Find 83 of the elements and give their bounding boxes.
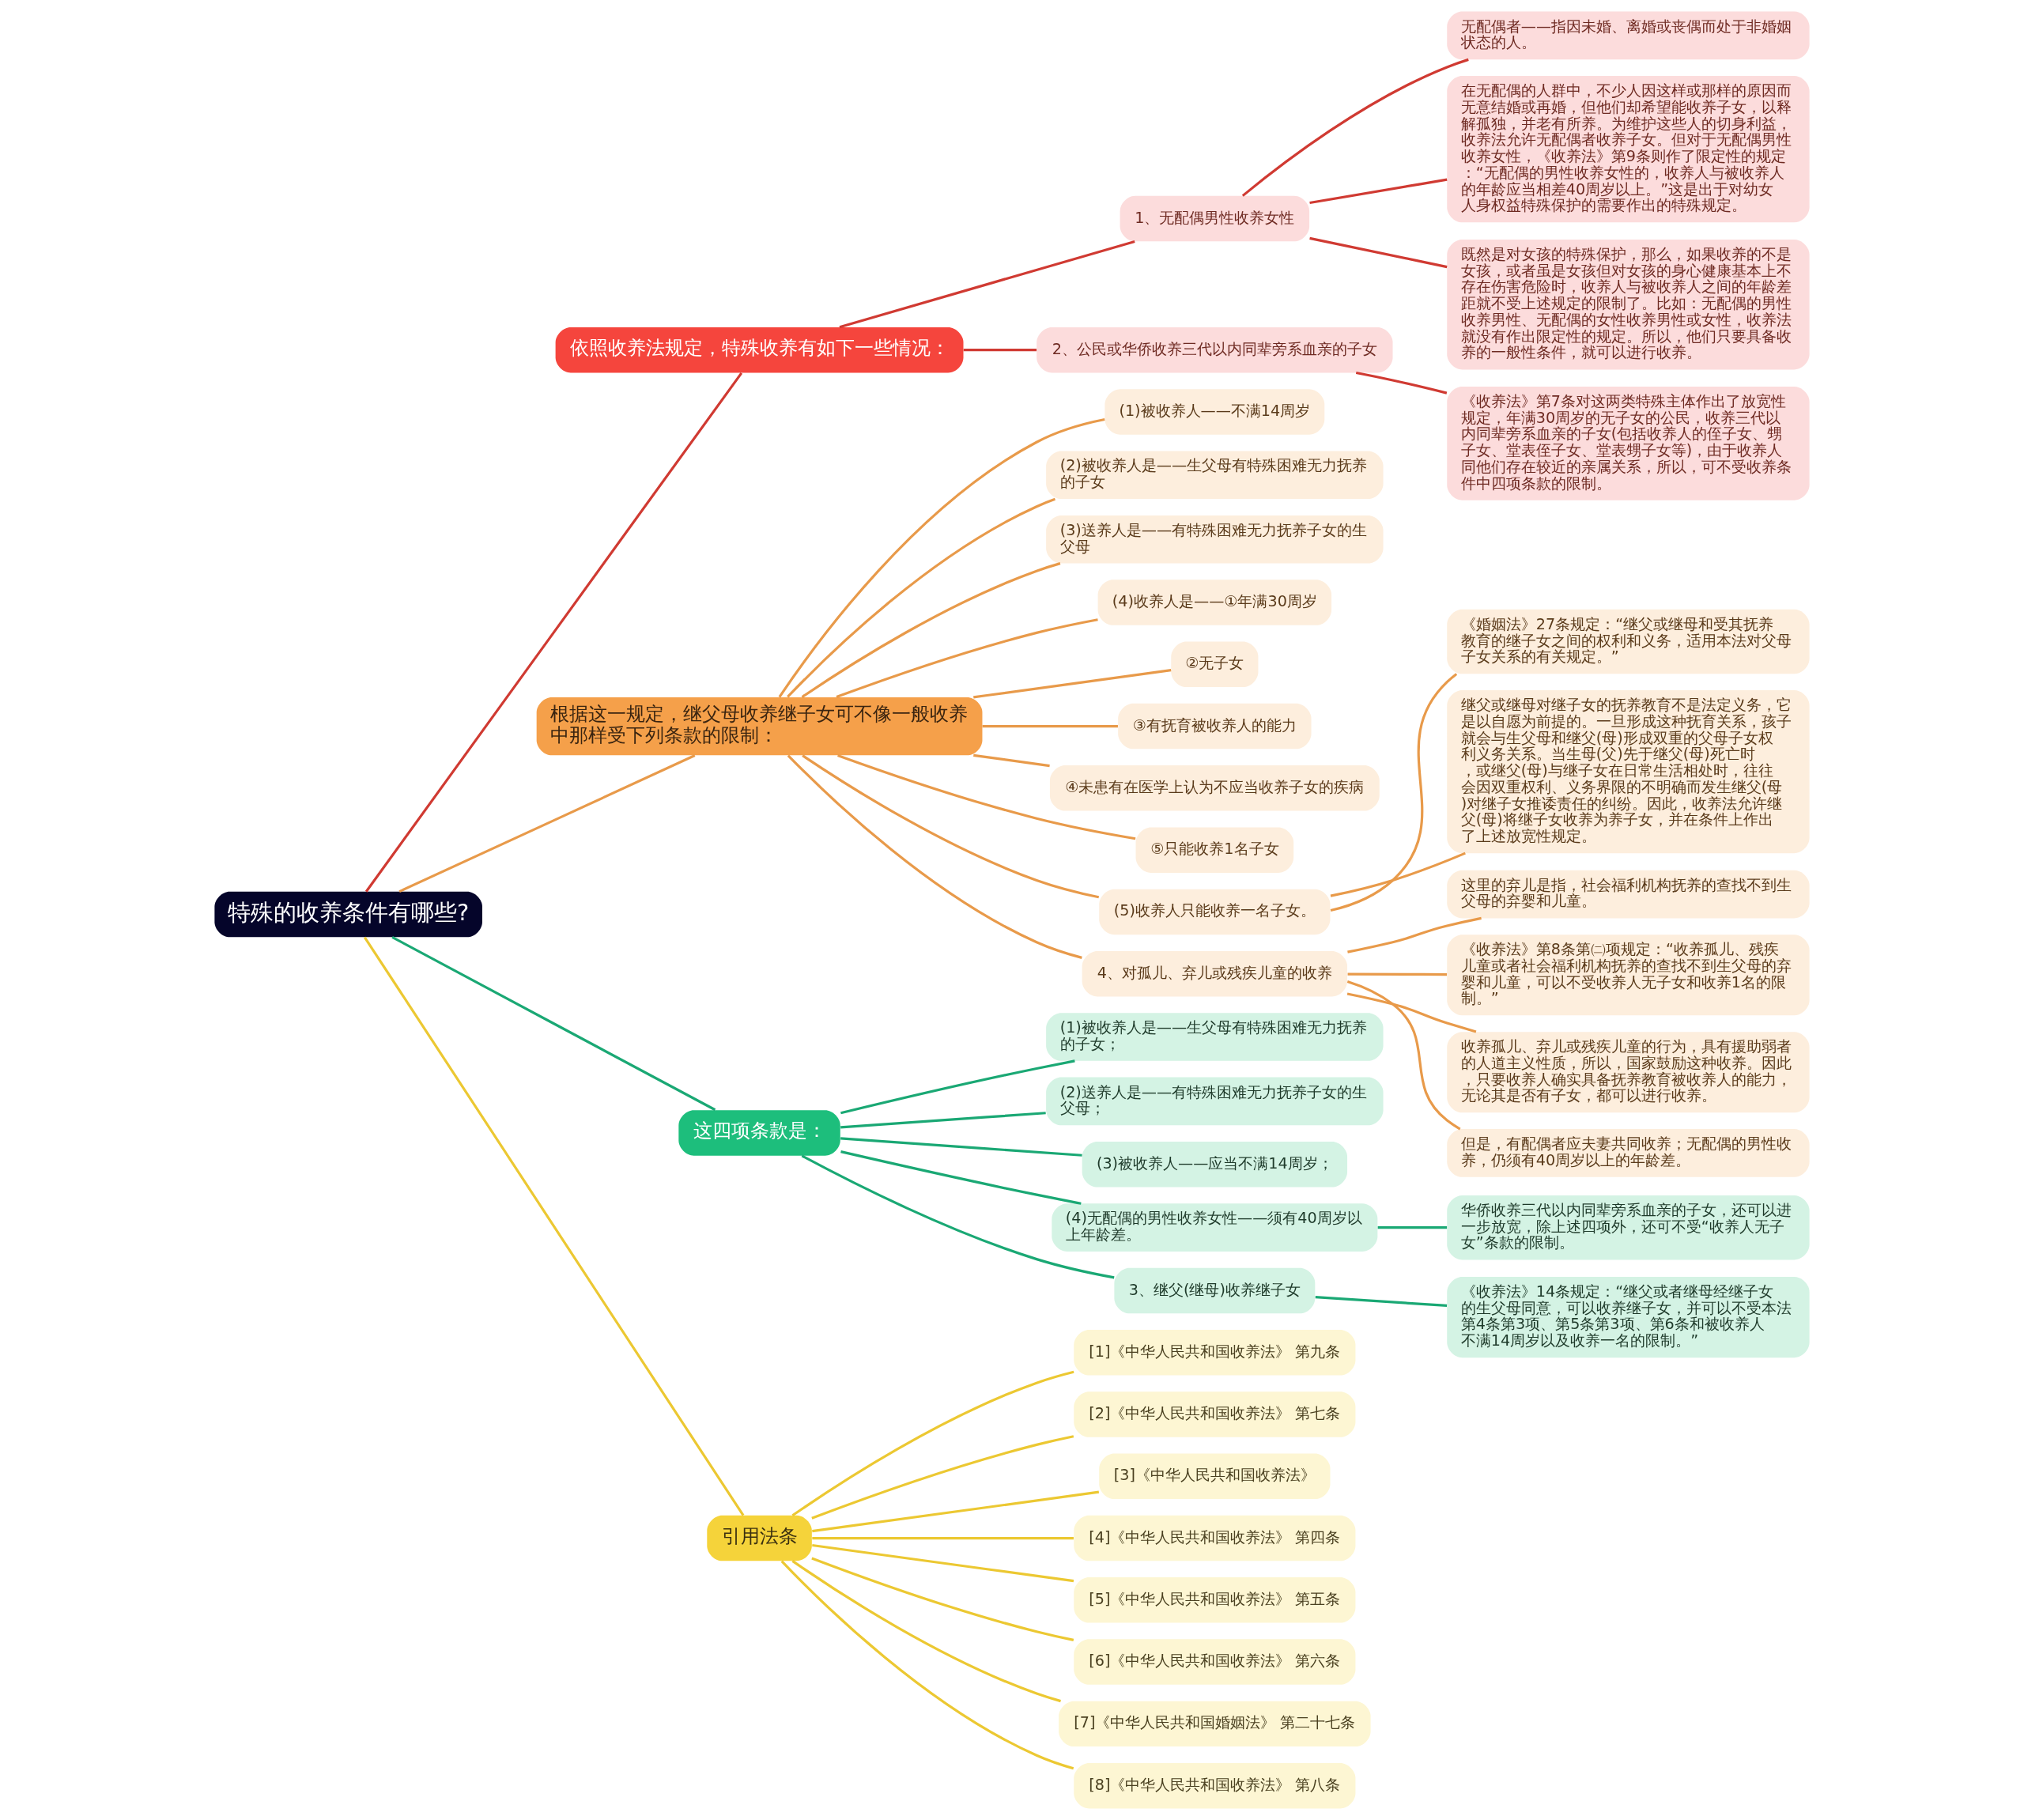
connector xyxy=(802,754,1100,899)
connector xyxy=(840,1150,1082,1205)
connector xyxy=(1346,980,1461,1131)
node-box: [2]《中华人民共和国收养法》 第七条 xyxy=(1074,1391,1356,1437)
connector xyxy=(840,1137,1082,1157)
connector xyxy=(973,753,1050,768)
connector xyxy=(811,1557,1074,1641)
connector xyxy=(801,562,1061,699)
node-box: 收养孤儿、弃儿或残疾儿童的行为，具有援助弱者的人道主义性质，所以，国家鼓励这种收养。因此，只要收养人确实具备抚养教育被收养人的能力，无论其是否有子女，都可以进行收养。 xyxy=(1447,1032,1810,1113)
connector xyxy=(811,1435,1074,1520)
node-box: [8]《中华人民共和国收养法》 第八条 xyxy=(1074,1762,1356,1809)
connector xyxy=(1377,1226,1448,1229)
connector xyxy=(973,669,1172,699)
node-box: [1]《中华人民共和国收养法》 第九条 xyxy=(1074,1330,1356,1376)
node-box: 引用法条 xyxy=(707,1515,812,1561)
node-box: (4)收养人是——①年满30周岁 xyxy=(1097,580,1332,625)
node-box: 2、公民或华侨收养三代以内同辈旁系血亲的子女 xyxy=(1037,327,1393,373)
node-box: 《婚姻法》27条规定：“继父或继母和受其抚养教育的继子女之间的权利和义务，适用本法对父母子女关系的有关规定。” xyxy=(1447,609,1810,674)
node-box: 《收养法》第7条对这两类特殊主体作出了放宽性规定，年满30周岁的无子女的公民，收养三代以内同辈旁系血亲的子女(包括收养人的侄子女、甥子女、堂表侄子女、堂表甥子女等)，由于收养人同他们存在较近的亲属关系，所以，可不受收养条件中四项条款的限制。 xyxy=(1447,386,1810,500)
connector xyxy=(791,1560,1061,1703)
connector xyxy=(982,725,1118,728)
node-box: ⑤只能收养1名子女 xyxy=(1135,827,1294,873)
node-box: 依照收养法规定，特殊收养有如下一些情况： xyxy=(555,327,964,373)
node-box: 特殊的收养条件有哪些? xyxy=(214,891,482,938)
connector xyxy=(840,1059,1075,1115)
connector xyxy=(1241,58,1469,197)
node-box: 《收养法》14条规定：“继父或者继母经继子女的生父母同意，可以收养继子女，并可以不受本法第4条第3项、第5条第3项、第6条和被收养人不满14周岁以及收养一名的限制。” xyxy=(1447,1277,1810,1358)
connector xyxy=(391,935,716,1112)
node-box: [3]《中华人民共和国收养法》 xyxy=(1099,1453,1331,1500)
connector xyxy=(840,1112,1046,1129)
node-box: (1)被收养人是——生父母有特殊困难无力抚养的子女； xyxy=(1046,1013,1384,1061)
node-box: [7]《中华人民共和国婚姻法》 第二十七条 xyxy=(1059,1701,1371,1747)
node-box: 根据这一规定，继父母收养继子女可不像一般收养中那样受下列条款的限制： xyxy=(536,697,983,756)
connector xyxy=(398,754,696,893)
node-box: 《收养法》第8条第㈡项规定：“收养孤儿、残疾儿童或者社会福利机构抚养的查找不到生父母的弃婴和儿童，可以不受收养人无子女和收养1名的限制。” xyxy=(1447,935,1810,1016)
node-box: (4)无配偶的男性收养女性——须有40周岁以上年龄差。 xyxy=(1052,1203,1378,1252)
connector xyxy=(787,754,1082,959)
connector xyxy=(812,1543,1074,1583)
node-box: 无配偶者——指因未婚、离婚或丧偶而处于非婚姻状态的人。 xyxy=(1447,11,1810,60)
connector xyxy=(812,1537,1074,1540)
node-box: [4]《中华人民共和国收养法》 第四条 xyxy=(1074,1515,1356,1561)
node-box: [6]《中华人民共和国收养法》 第六条 xyxy=(1074,1639,1356,1685)
connector xyxy=(812,1490,1100,1533)
connector xyxy=(1309,236,1448,269)
node-box: 既然是对女孩的特殊保护，那么，如果收养的不是女孩，或者虽是女孩但对女孩的身心健康基本上不存在伤害危险时，收养人与被收养人之间的年龄差距就不受上述规定的限制了。比如：无配偶的男性收养男性、无配偶的女性收养男性或女性，收养法就没有作出限定性的规定。所以，他们只要具备收养的一般性条件，就可以进行收养。 xyxy=(1447,239,1810,370)
node-box: (3)送养人是——有特殊困难无力抚养子女的生父母 xyxy=(1046,515,1384,564)
node-box: ②无子女 xyxy=(1171,641,1259,688)
connector xyxy=(1309,178,1448,205)
node-box: (5)收养人只能收养一名子女。 xyxy=(1099,889,1331,935)
connector xyxy=(963,349,1037,352)
node-box: 这四项条款是： xyxy=(678,1110,840,1156)
connector xyxy=(363,936,745,1516)
node-box: 1、无配偶男性收养女性 xyxy=(1120,195,1310,242)
node-box: 这里的弃儿是指，社会福利机构抚养的查找不到生父母的弃婴和儿童。 xyxy=(1447,870,1810,919)
connector xyxy=(836,618,1098,699)
node-box: (2)被收养人是——生父母有特殊困难无力抚养的子女 xyxy=(1046,451,1384,500)
connector xyxy=(801,1154,1115,1279)
connector xyxy=(787,497,1056,698)
connector xyxy=(364,372,743,893)
node-box: 但是，有配偶者应夫妻共同收养；无配偶的男性收养，仍须有40周岁以上的年龄差。 xyxy=(1447,1129,1810,1177)
node-box: 3、继父(继母)收养继子女 xyxy=(1114,1267,1316,1314)
connector xyxy=(1346,992,1477,1033)
node-box: 4、对孤儿、弃儿或残疾儿童的收养 xyxy=(1082,950,1348,997)
connector xyxy=(1347,972,1448,976)
connector xyxy=(791,1370,1074,1517)
node-box: 华侨收养三代以内同辈旁系血亲的子女，还可以进一步放宽，除上述四项外，还可不受“收养人无子女”条款的限制。 xyxy=(1447,1195,1810,1260)
node-box: (2)送养人是——有特殊困难无力抚养子女的生父母； xyxy=(1046,1077,1384,1126)
node-box: (1)被收养人——不满14周岁 xyxy=(1105,389,1325,435)
node-box: (3)被收养人——应当不满14周岁； xyxy=(1082,1142,1348,1188)
connector xyxy=(839,240,1135,329)
connector xyxy=(1330,673,1458,912)
connector xyxy=(780,1560,1074,1770)
node-box: ④未患有在医学上认为不应当收养子女的疾病 xyxy=(1049,765,1380,811)
connector xyxy=(778,418,1105,698)
node-box: 继父或继母对继子女的抚养教育不是法定义务，它是以自愿为前提的。一旦形成这种抚育关系，孩子就会与生父母和继父(母)形成双重的父母子女权利义务关系。当生母(父)先于继父(母)死亡时，或继父(母)与继子女在日常生活相处时，往往会因双重权利、义务界限的不明确而发生继父(母)对继子女推诿责任的纠纷。因此，收养法允许继父(母)将继子女收养为养子女，并在条件上作出了上述放宽性规定。 xyxy=(1447,690,1810,854)
node-box: [5]《中华人民共和国收养法》 第五条 xyxy=(1074,1577,1356,1623)
connector xyxy=(1315,1296,1448,1307)
connector xyxy=(837,753,1136,840)
connector xyxy=(1347,916,1482,953)
connector xyxy=(1355,371,1448,395)
node-box: ③有抚育被收养人的能力 xyxy=(1118,703,1312,750)
node-box: 在无配偶的人群中，不少人因这样或那样的原因而无意结婚或再婚，但他们却希望能收养子女，以释解孤独，并老有所养。为维护这些人的切身利益，收养法允许无配偶者收养子女。但对于无配偶男性收养女性，《收养法》第9条则作了限定性的规定：“无配偶的男性收养女性的，收养人与被收养人的年龄应当相差40周岁以上。”这是出于对幼女人身权益特殊保护的需要作出的特殊规定。 xyxy=(1447,76,1810,223)
connector xyxy=(1330,851,1466,897)
